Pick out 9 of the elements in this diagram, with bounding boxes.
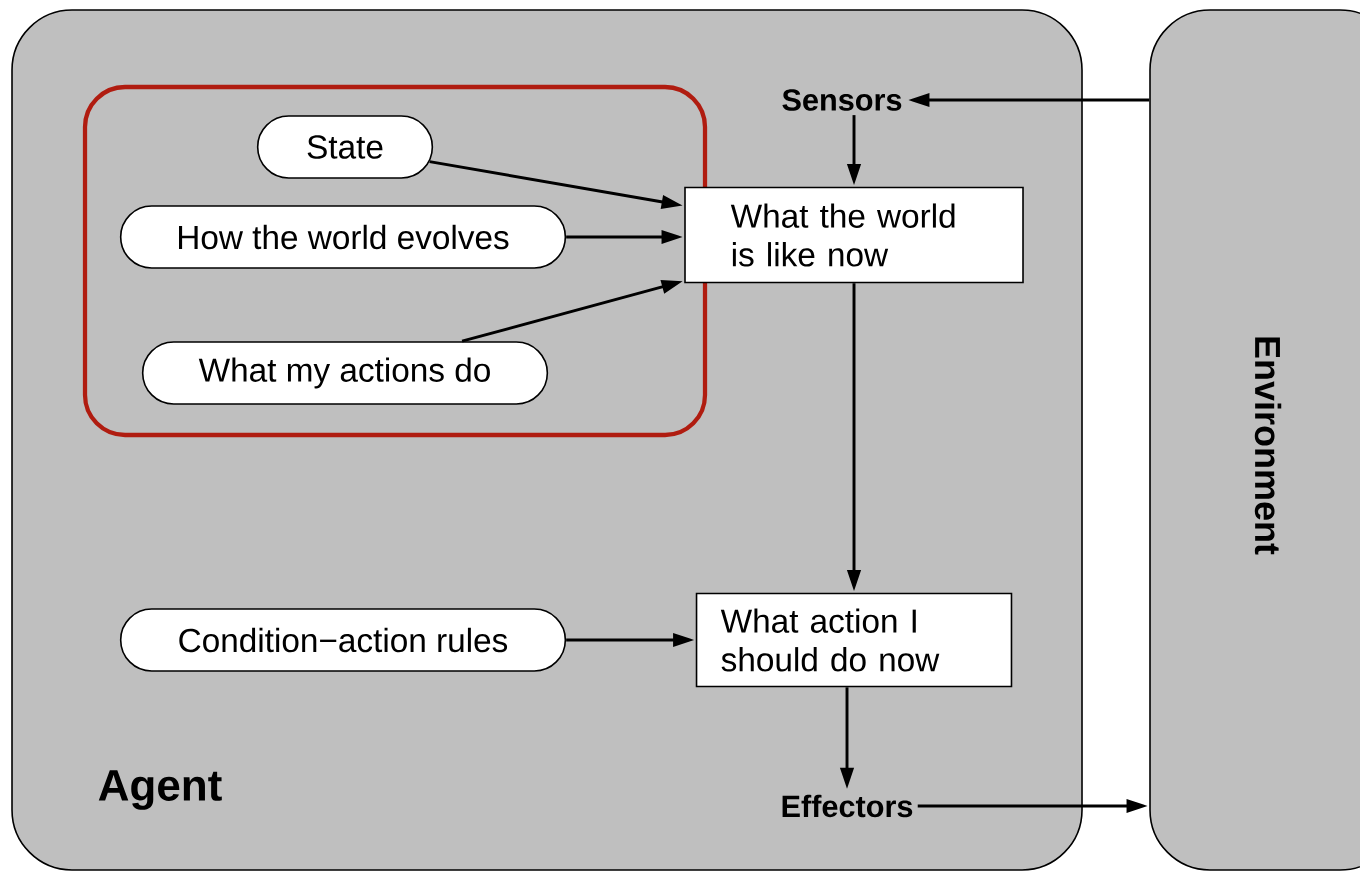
process-box: What the world is like now xyxy=(684,186,1024,284)
effectors-label: Effectors xyxy=(782,794,913,818)
environment-panel: Environment xyxy=(1149,9,1360,871)
sensors-label: Sensors xyxy=(782,89,902,111)
state-pill: State xyxy=(256,115,434,179)
knowledge-pill: What my actions do xyxy=(141,341,549,405)
rules-pill: Condition−action rules xyxy=(119,608,567,672)
knowledge-pill: How the world evolves xyxy=(119,205,567,269)
process-box: What action I should do now xyxy=(695,592,1013,688)
